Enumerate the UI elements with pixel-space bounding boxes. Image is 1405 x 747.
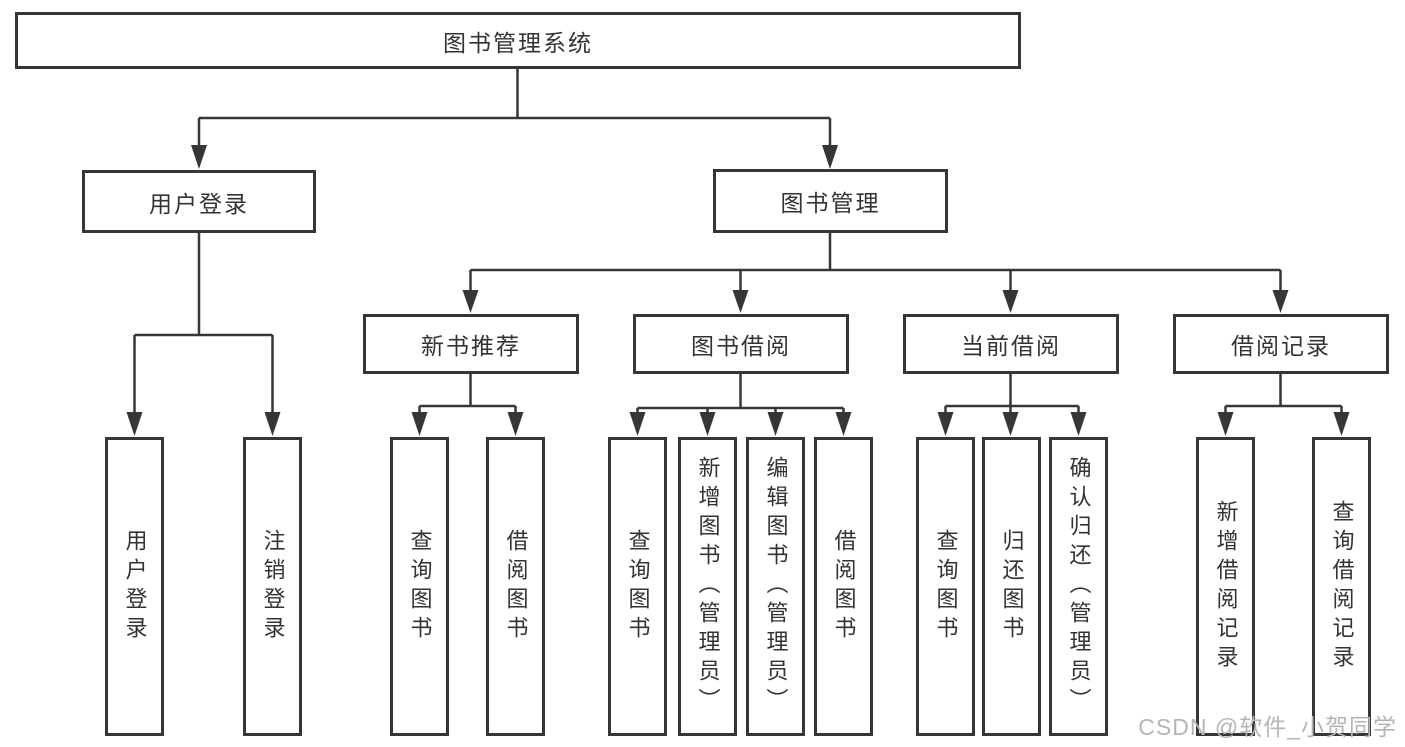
node-current-borrowing: 当前借阅 <box>903 314 1119 374</box>
node-book-management: 图书管理 <box>713 169 948 233</box>
node-add-books-admin: 新增图书（管理员） <box>678 437 737 736</box>
node-edit-books-admin: 编辑图书（管理员） <box>746 437 805 736</box>
node-user-login-leaf: 用户登录 <box>105 437 164 736</box>
node-return-books: 归还图书 <box>982 437 1041 736</box>
node-query-books-current: 查询图书 <box>916 437 975 736</box>
node-borrow-books-leaf: 借阅图书 <box>814 437 873 736</box>
csdn-watermark: CSDN @软件_小贺同学 <box>1138 714 1397 740</box>
node-logout: 注销登录 <box>243 437 302 736</box>
node-library-management-system: 图书管理系统 <box>15 12 1021 69</box>
node-query-books-recommend: 查询图书 <box>390 437 449 736</box>
node-book-borrowing: 图书借阅 <box>633 314 849 374</box>
node-user-login: 用户登录 <box>82 170 316 233</box>
node-new-book-recommendation: 新书推荐 <box>363 314 579 374</box>
node-borrowing-records: 借阅记录 <box>1173 314 1389 374</box>
arrowheads <box>126 145 1350 436</box>
node-query-borrow-record: 查询借阅记录 <box>1312 437 1371 736</box>
node-confirm-return-admin: 确认归还（管理员） <box>1049 437 1108 736</box>
node-add-borrow-record: 新增借阅记录 <box>1196 437 1255 736</box>
node-query-books-borrow: 查询图书 <box>608 437 667 736</box>
node-borrow-books-recommend: 借阅图书 <box>486 437 545 736</box>
